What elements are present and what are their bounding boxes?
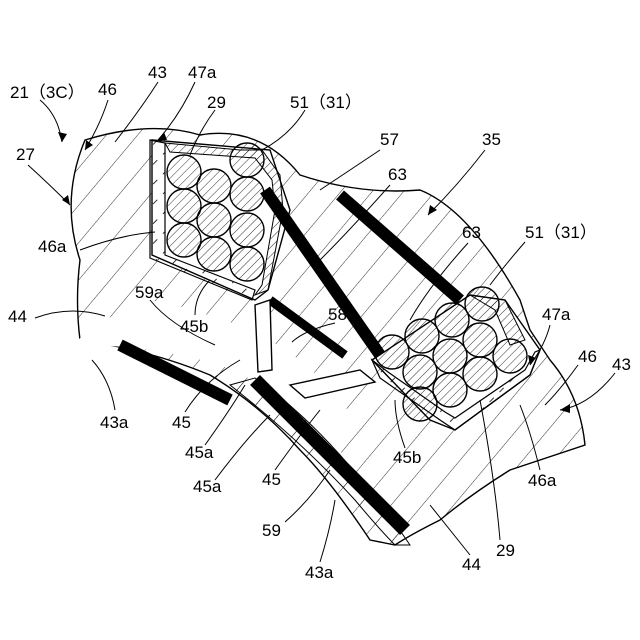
- label-21: 21（3C）: [10, 83, 85, 102]
- label-46a-left: 46a: [38, 237, 67, 256]
- label-63-b: 63: [462, 223, 481, 242]
- label-43-top: 43: [148, 63, 167, 82]
- label-45-mid: 45: [262, 470, 281, 489]
- label-43a-bottom: 43a: [305, 563, 334, 582]
- label-46-top: 46: [98, 80, 117, 99]
- label-46-right: 46: [578, 347, 597, 366]
- label-44-left: 44: [8, 307, 27, 326]
- label-43-right: 43: [612, 355, 631, 374]
- arrow-27-icon: [62, 195, 70, 205]
- label-29-bottom: 29: [496, 541, 515, 560]
- label-59: 59: [262, 521, 281, 540]
- tooth-member-left: [255, 300, 272, 372]
- arrow-21-icon: [58, 132, 67, 142]
- label-51-right: 51（31）: [525, 223, 597, 242]
- label-58: 58: [328, 305, 347, 324]
- label-47a-top: 47a: [188, 63, 217, 82]
- label-46a-right: 46a: [528, 471, 557, 490]
- label-29-top: 29: [207, 93, 226, 112]
- label-45a-lower: 45a: [193, 477, 222, 496]
- label-43a-left: 43a: [100, 413, 129, 432]
- label-27: 27: [16, 145, 35, 164]
- label-45b-right: 45b: [393, 448, 421, 467]
- label-44-bottom: 44: [462, 555, 481, 574]
- label-57: 57: [380, 130, 399, 149]
- label-51-top: 51（31）: [290, 93, 362, 112]
- label-63-a: 63: [388, 165, 407, 184]
- label-47a-right: 47a: [542, 305, 571, 324]
- label-59a: 59a: [135, 283, 164, 302]
- label-45b-left: 45b: [180, 317, 208, 336]
- label-45a-upper: 45a: [185, 443, 214, 462]
- label-35: 35: [482, 130, 501, 149]
- label-45-left: 45: [172, 413, 191, 432]
